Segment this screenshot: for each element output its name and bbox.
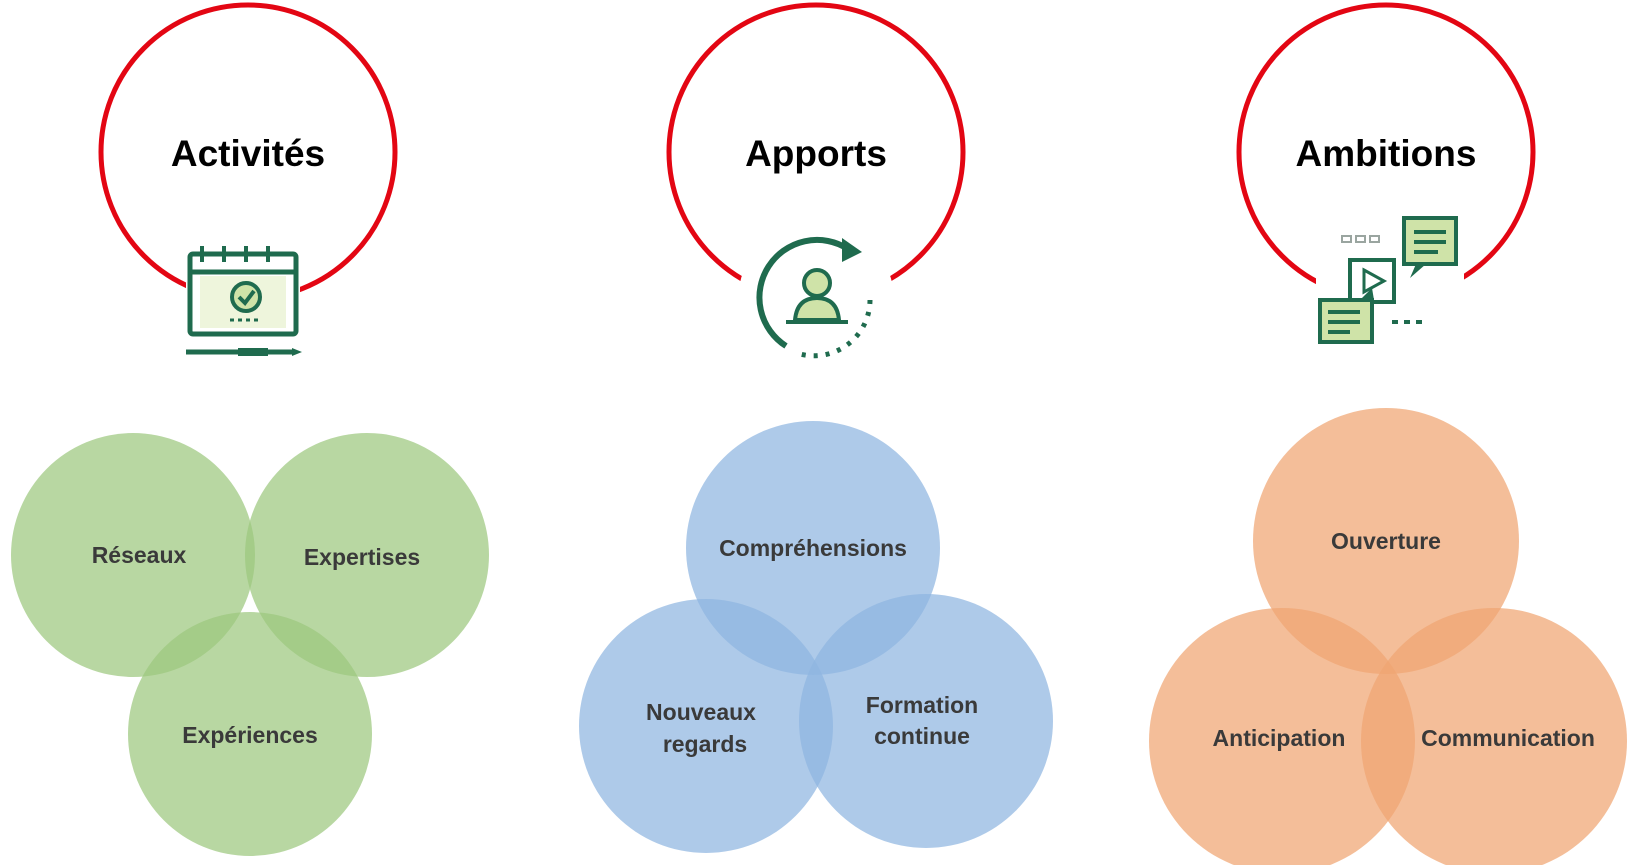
venn-label-anticipation: Anticipation xyxy=(1213,725,1346,751)
venn-label-nouveaux: Nouveaux xyxy=(646,699,756,725)
calendar-check-icon xyxy=(186,243,302,356)
venn-circle-nouveaux-regards xyxy=(579,599,833,853)
venn-label-reseaux: Réseaux xyxy=(92,542,187,568)
venn-label-expertises: Expertises xyxy=(304,544,420,570)
venn-circle-formation-continue xyxy=(799,594,1053,848)
section-ambitions: Ambitions Ouverture Anticipatio xyxy=(1149,2,1627,865)
venn-circle-experiences xyxy=(128,612,372,856)
venn-label-experiences: Expériences xyxy=(182,722,318,748)
title-apports: Apports xyxy=(745,133,887,174)
venn-label-comprehensions: Compréhensions xyxy=(719,535,907,561)
venn-circle-ouverture xyxy=(1253,408,1519,674)
venn-circle-reseaux xyxy=(11,433,255,677)
venn-label-formation: Formation xyxy=(866,692,978,718)
venn-ambitions: Ouverture Anticipation Communication xyxy=(1149,408,1627,865)
venn-circle-anticipation xyxy=(1149,608,1415,865)
venn-circle-expertises xyxy=(245,433,489,677)
venn-label-communication: Communication xyxy=(1421,725,1595,751)
section-activites: Activités Réseaux Expertises Expériences xyxy=(11,2,489,856)
venn-label-ouverture: Ouverture xyxy=(1331,528,1441,554)
chat-messages-icon xyxy=(1316,216,1464,354)
venn-activites: Réseaux Expertises Expériences xyxy=(11,433,489,856)
venn-label-continue: continue xyxy=(874,723,970,749)
venn-apports: Compréhensions Nouveaux regards Formatio… xyxy=(579,421,1053,853)
title-ambitions: Ambitions xyxy=(1296,133,1477,174)
venn-label-regards: regards xyxy=(663,731,747,757)
person-cycle-icon xyxy=(738,222,894,378)
section-apports: Apports Compréhensions Nouveaux regards … xyxy=(579,2,1053,853)
venn-circle-communication xyxy=(1361,608,1627,865)
title-activites: Activités xyxy=(171,133,325,174)
